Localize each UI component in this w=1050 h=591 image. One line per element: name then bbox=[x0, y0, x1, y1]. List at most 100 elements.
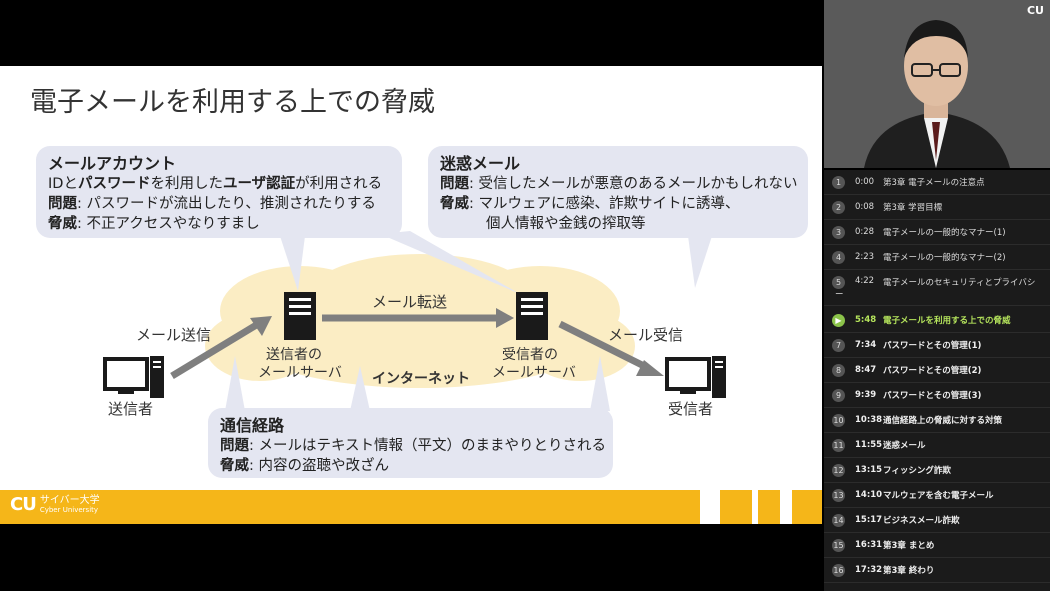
slide: 電子メールを利用する上での脅威 bbox=[0, 66, 822, 524]
route-pointer-1 bbox=[225, 356, 245, 411]
chapter-title: 電子メールの一般的なマナー(1) bbox=[883, 228, 1006, 238]
spam-head: 迷惑メール bbox=[440, 154, 521, 173]
chapter-number: 13 bbox=[832, 488, 845, 502]
chapter-number: 15 bbox=[832, 538, 845, 552]
chapter-title: 第3章 まとめ bbox=[883, 541, 935, 551]
chapter-item[interactable]: 5 4:22 電子メールのセキュリティとプライバシー bbox=[824, 270, 1050, 306]
footer-stripe bbox=[780, 490, 792, 524]
slide-footer-bar bbox=[0, 490, 822, 524]
logo-en: Cyber University bbox=[39, 506, 99, 514]
receiver-server-icon bbox=[516, 292, 548, 340]
chapter-time: 16:31 bbox=[855, 540, 883, 550]
chapter-number: 9 bbox=[832, 388, 845, 402]
instructor-figure bbox=[824, 0, 1050, 168]
chapter-title: 第3章 終わり bbox=[883, 566, 935, 576]
spam-pointer bbox=[688, 236, 712, 288]
chapter-number: 4 bbox=[832, 250, 845, 264]
chapter-title: 第3章 学習目標 bbox=[883, 203, 943, 213]
footer-stripe bbox=[752, 490, 758, 524]
slide-title: 電子メールを利用する上での脅威 bbox=[30, 87, 435, 118]
receiver-pc-icon bbox=[665, 356, 726, 398]
route-pointer-2 bbox=[350, 366, 370, 411]
chapter-time: 11:55 bbox=[855, 440, 883, 450]
chapter-time: 15:17 bbox=[855, 515, 883, 525]
chapter-time: 17:32 bbox=[855, 565, 883, 575]
spam-line-3: 個人情報や金銭の搾取等 bbox=[486, 216, 646, 232]
chapter-time: 2:23 bbox=[855, 252, 875, 262]
chapter-number: 16 bbox=[832, 563, 845, 577]
chapter-time: 13:15 bbox=[855, 465, 883, 475]
receiver-label: 受信者 bbox=[668, 400, 714, 418]
chapter-number: 3 bbox=[832, 225, 845, 239]
transfer-label: メール転送 bbox=[372, 293, 448, 311]
route-line-2: 脅威: 内容の盗聴や改ざん bbox=[220, 458, 389, 474]
chapter-number: 8 bbox=[832, 363, 845, 377]
chapter-time: 10:38 bbox=[855, 415, 883, 425]
account-pointer-2 bbox=[380, 231, 520, 294]
logo-mark: CU bbox=[10, 494, 37, 515]
chapter-time: 8:47 bbox=[855, 365, 877, 375]
chapter-title: パスワードとその管理(1) bbox=[883, 341, 982, 351]
play-icon: ▶ bbox=[832, 313, 845, 327]
footer-stripe bbox=[700, 490, 720, 524]
chapter-title: 迷惑メール bbox=[883, 441, 926, 451]
receiver-server-label-1: 受信者の bbox=[502, 347, 558, 363]
chapter-title: 通信経路上の脅威に対する対策 bbox=[883, 416, 1003, 426]
chapter-number: 14 bbox=[832, 513, 845, 527]
instructor-video[interactable]: CU bbox=[824, 0, 1050, 168]
internet-label: インターネット bbox=[372, 371, 470, 387]
sender-server-label-1: 送信者の bbox=[266, 347, 322, 363]
chapter-title: 第3章 電子メールの注意点 bbox=[883, 178, 985, 188]
receiver-server-label-2: メールサーバ bbox=[492, 365, 576, 381]
chapter-title: マルウェアを含む電子メール bbox=[883, 491, 994, 501]
network-diagram bbox=[103, 231, 726, 411]
route-pointer-3 bbox=[590, 356, 610, 411]
account-line-1: IDとパスワードを利用したユーザ認証が利用される bbox=[48, 176, 383, 192]
account-box: メールアカウント IDとパスワードを利用したユーザ認証が利用される 問題: パス… bbox=[36, 146, 402, 238]
chapter-time: 4:22 bbox=[855, 276, 875, 286]
spam-box: 迷惑メール 問題: 受信したメールが悪意のあるメールかもしれない 脅威: マルウ… bbox=[428, 146, 808, 238]
chapter-title: 電子メールのセキュリティとプライバシ bbox=[883, 278, 1036, 288]
chapter-time: 0:08 bbox=[855, 202, 875, 212]
chapter-time: 0:28 bbox=[855, 227, 875, 237]
chapter-item[interactable]: 4 2:23 電子メールの一般的なマナー(2) bbox=[824, 245, 1050, 270]
route-head: 通信経路 bbox=[220, 416, 285, 435]
spam-line-1: 問題: 受信したメールが悪意のあるメールかもしれない bbox=[440, 176, 798, 192]
chapter-number: 11 bbox=[832, 438, 845, 452]
chapter-number: 10 bbox=[832, 413, 845, 427]
chapter-time: 14:10 bbox=[855, 490, 883, 500]
internet-cloud bbox=[205, 254, 635, 388]
logo-jp: サイバー大学 bbox=[39, 495, 100, 506]
sender-label: 送信者 bbox=[108, 400, 154, 418]
chapter-item[interactable]: 2 0:08 第3章 学習目標 bbox=[824, 195, 1050, 220]
sender-server-icon bbox=[284, 292, 316, 340]
video-logo: CU bbox=[1026, 4, 1044, 17]
spam-line-2: 脅威: マルウェアに感染、詐欺サイトに誘導、 bbox=[440, 196, 740, 212]
send-mail-label: メール送信 bbox=[136, 326, 212, 344]
sender-server-label-2: メールサーバ bbox=[258, 365, 342, 381]
receive-mail-label: メール受信 bbox=[608, 326, 684, 344]
route-line-1: 問題: メールはテキスト情報（平文）のままやりとりされる bbox=[220, 438, 607, 454]
chapter-title: 電子メールの一般的なマナー(2) bbox=[883, 253, 1006, 263]
chapter-number: 2 bbox=[832, 200, 845, 214]
chapter-item[interactable]: 3 0:28 電子メールの一般的なマナー(1) bbox=[824, 220, 1050, 245]
chapter-number: 7 bbox=[832, 338, 845, 352]
chapter-number: 5 bbox=[832, 276, 845, 289]
account-pointer bbox=[280, 236, 305, 291]
chapter-title: ビジネスメール詐欺 bbox=[883, 516, 960, 526]
chapter-title-continued: ー bbox=[835, 290, 844, 300]
account-line-2: 問題: パスワードが流出したり、推測されたりする bbox=[48, 196, 376, 212]
